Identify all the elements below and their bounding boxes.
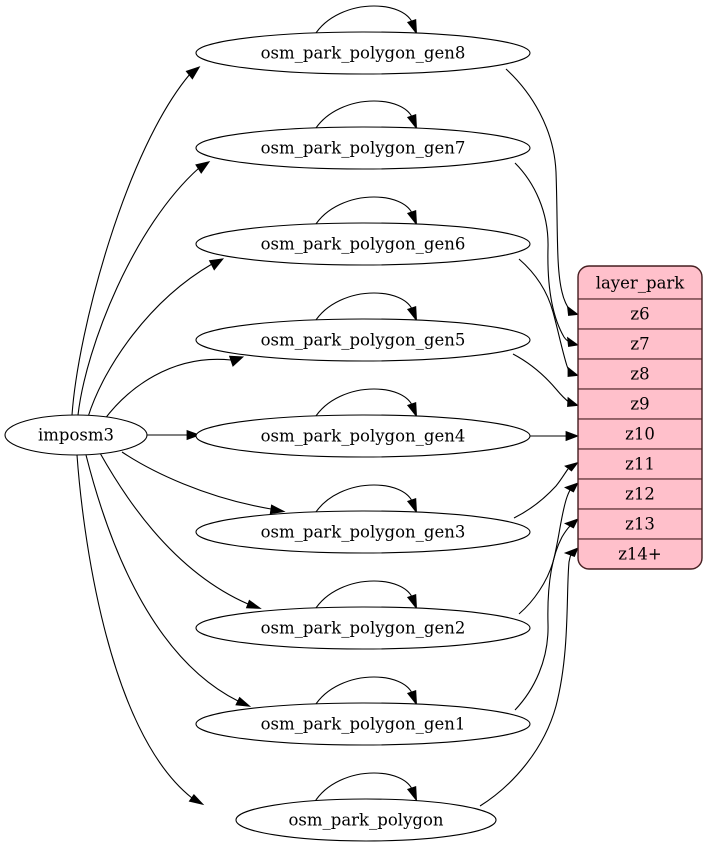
self-loop-gen2 (313, 580, 418, 612)
table-row-label-z8: z8 (630, 365, 649, 384)
node-group: osm_park_polygon_gen8 osm_park_polygon_g… (4, 31, 531, 842)
node-label-imposm3: imposm3 (38, 426, 114, 445)
node-label-gen4: osm_park_polygon_gen4 (261, 427, 466, 446)
table-row-label-z6: z6 (630, 305, 649, 324)
table-row-label-z14-plus: z14+ (618, 545, 662, 564)
node-label-base: osm_park_polygon (288, 811, 443, 830)
self-loop-base (313, 772, 418, 804)
node-label-gen8: osm_park_polygon_gen8 (261, 44, 466, 63)
edge-gen1-to-z13 (514, 518, 579, 711)
edge-gen8-to-z6 (505, 68, 580, 316)
table-row-label-z11: z11 (625, 455, 655, 474)
self-loop-gen8 (313, 5, 418, 37)
node-osm-park-polygon-gen4[interactable]: osm_park_polygon_gen4 (195, 414, 531, 458)
node-osm-park-polygon-gen7[interactable]: osm_park_polygon_gen7 (195, 126, 531, 170)
table-row-z14-plus[interactable] (578, 538, 702, 569)
table-row-z8[interactable] (578, 358, 702, 390)
edge-group-self-loops (313, 5, 418, 804)
table-row-z7[interactable] (578, 328, 702, 360)
table-border (577, 265, 703, 570)
node-imposm3[interactable]: imposm3 (4, 414, 148, 456)
node-label-gen1: osm_park_polygon_gen1 (261, 715, 466, 734)
table-layer-park[interactable]: layer_park z6 z7 z8 z9 z10 z11 z12 z13 z… (577, 265, 703, 570)
node-label-gen6: osm_park_polygon_gen6 (261, 235, 466, 254)
self-loop-gen6 (313, 196, 418, 228)
node-osm-park-polygon[interactable]: osm_park_polygon (235, 798, 497, 842)
table-row-label-z9: z9 (630, 395, 649, 414)
edge-gen3-to-z11 (513, 461, 580, 519)
node-osm-park-polygon-gen2[interactable]: osm_park_polygon_gen2 (195, 606, 531, 650)
table-header-label: layer_park (596, 274, 686, 293)
edge-gen6-to-z8 (518, 258, 580, 377)
table-row-label-z7: z7 (630, 335, 649, 354)
self-loop-gen4 (313, 388, 418, 420)
edge-gen4-to-z10 (530, 430, 580, 442)
node-label-gen5: osm_park_polygon_gen5 (261, 331, 466, 350)
self-loop-gen7 (313, 100, 418, 132)
edge-group-nodes-to-table (479, 68, 580, 807)
edge-imposm3-to-gen7 (77, 160, 211, 416)
node-label-gen3: osm_park_polygon_gen3 (261, 523, 466, 542)
edge-imposm3-to-gen6 (87, 258, 225, 418)
table-row-label-z10: z10 (625, 425, 655, 444)
node-osm-park-polygon-gen6[interactable]: osm_park_polygon_gen6 (195, 222, 531, 266)
node-osm-park-polygon-gen8[interactable]: osm_park_polygon_gen8 (195, 31, 531, 75)
edge-imposm3-to-base (76, 454, 205, 806)
node-label-gen2: osm_park_polygon_gen2 (261, 619, 466, 638)
edge-imposm3-to-gen5 (103, 355, 245, 421)
edge-imposm3-to-gen8 (71, 66, 201, 416)
table-row-label-z12: z12 (625, 485, 655, 504)
edge-group-source-to-nodes (71, 66, 286, 806)
edge-imposm3-to-gen2 (99, 452, 262, 609)
self-loop-gen3 (313, 484, 418, 516)
node-osm-park-polygon-gen1[interactable]: osm_park_polygon_gen1 (195, 702, 531, 746)
edge-base-to-z14 (479, 547, 579, 807)
node-osm-park-polygon-gen5[interactable]: osm_park_polygon_gen5 (195, 318, 531, 362)
self-loop-gen1 (313, 676, 418, 708)
self-loop-gen5 (313, 292, 418, 324)
node-label-gen7: osm_park_polygon_gen7 (261, 139, 466, 158)
node-osm-park-polygon-gen3[interactable]: osm_park_polygon_gen3 (195, 510, 531, 554)
edge-imposm3-to-gen4 (147, 429, 201, 441)
edge-gen5-to-z9 (512, 353, 580, 407)
edge-imposm3-to-gen3 (121, 451, 286, 515)
table-row-label-z13: z13 (625, 515, 655, 534)
edge-imposm3-to-gen1 (85, 454, 252, 707)
edge-gen2-to-z12 (518, 482, 579, 615)
table-row-z6[interactable] (578, 298, 702, 330)
edge-gen7-to-z7 (514, 162, 580, 347)
